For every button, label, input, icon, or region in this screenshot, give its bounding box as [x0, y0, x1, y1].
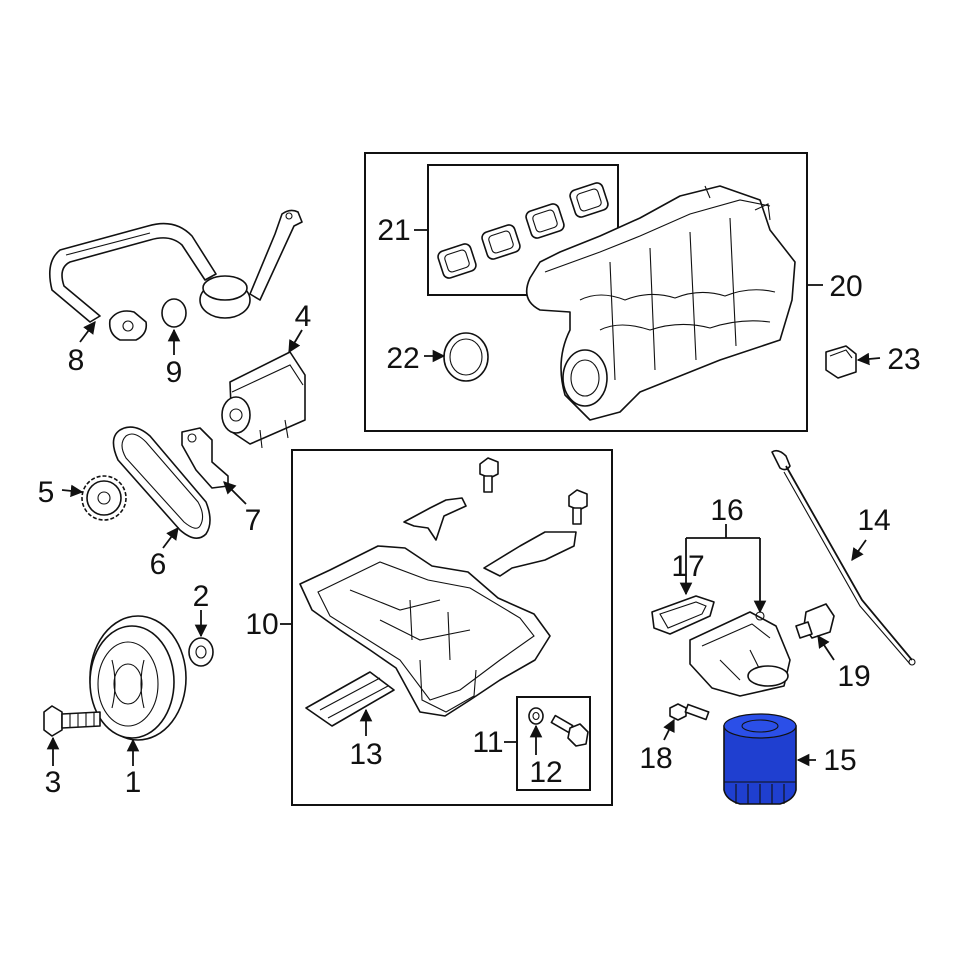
oil-pressure-sensor-part[interactable] — [795, 603, 835, 639]
callout-9[interactable]: 9 — [166, 356, 183, 389]
filter-adapter-gasket-part[interactable] — [651, 595, 715, 635]
oil-pickup-tube-part[interactable] — [49, 209, 303, 341]
pickup-tube-seal-part[interactable] — [161, 298, 187, 328]
oil-pan-group-box — [291, 449, 613, 806]
callout-3[interactable]: 3 — [45, 766, 62, 799]
callout-4[interactable]: 4 — [295, 300, 312, 333]
oil-filter-adapter-part[interactable] — [689, 611, 791, 697]
pulley-bolt-part[interactable] — [43, 705, 101, 737]
oil-drain-plug-part[interactable] — [550, 714, 589, 747]
callout-10[interactable]: 10 — [245, 608, 278, 641]
callout-22[interactable]: 22 — [386, 342, 419, 375]
pan-bracket-bolt-2-part[interactable] — [568, 489, 588, 525]
callout-19[interactable]: 19 — [837, 660, 870, 693]
drain-plug-washer-part[interactable] — [528, 707, 544, 725]
oil-pump-chain-part[interactable] — [112, 426, 211, 539]
callout-12[interactable]: 12 — [529, 756, 562, 789]
oil-pan-baffle-part[interactable] — [483, 531, 577, 577]
callout-15[interactable]: 15 — [823, 744, 856, 777]
callout-11[interactable]: 11 — [472, 726, 503, 759]
oil-dipstick-part[interactable] — [771, 449, 916, 666]
oil-pump-part[interactable] — [221, 351, 306, 449]
chain-tensioner-part[interactable] — [181, 427, 229, 489]
oil-filter-part[interactable] — [723, 713, 797, 805]
intake-manifold-part[interactable] — [525, 185, 796, 421]
pulley-washer-part[interactable] — [188, 637, 214, 667]
callout-7[interactable]: 7 — [245, 504, 262, 537]
callout-17[interactable]: 17 — [671, 550, 704, 583]
oil-pan-gasket-part[interactable] — [305, 671, 395, 727]
callout-23[interactable]: 23 — [887, 343, 920, 376]
intake-manifold-group-box — [364, 152, 808, 432]
callout-16[interactable]: 16 — [710, 494, 743, 527]
manifold-sensor-part[interactable] — [825, 345, 857, 379]
callout-8[interactable]: 8 — [68, 344, 85, 377]
pan-bracket-bolt-part[interactable] — [479, 457, 499, 493]
callout-18[interactable]: 18 — [639, 742, 672, 775]
drain-plug-subgroup-box — [516, 696, 591, 791]
oil-pan-bracket-part[interactable] — [403, 497, 467, 541]
oil-pump-sprocket-part[interactable] — [81, 475, 127, 521]
tensioner-bolt-hole — [187, 433, 197, 443]
leader-lines — [46, 229, 881, 767]
crankshaft-pulley-part[interactable] — [89, 615, 187, 741]
callout-5[interactable]: 5 — [38, 476, 55, 509]
callout-13[interactable]: 13 — [349, 738, 382, 771]
callout-6[interactable]: 6 — [150, 548, 167, 581]
callout-14[interactable]: 14 — [857, 504, 890, 537]
oil-pan-part[interactable] — [299, 545, 551, 717]
callout-21[interactable]: 21 — [377, 214, 410, 247]
intake-manifold-gaskets-part[interactable] — [437, 181, 610, 279]
callout-20[interactable]: 20 — [829, 270, 862, 303]
callout-2[interactable]: 2 — [193, 580, 210, 613]
callout-labels: 1 2 3 4 5 6 7 8 9 10 11 12 13 14 15 16 1… — [38, 214, 921, 799]
callout-1[interactable]: 1 — [125, 766, 142, 799]
filter-adapter-bolt-part[interactable] — [669, 703, 710, 721]
throttle-body-gasket-part[interactable] — [443, 332, 489, 382]
